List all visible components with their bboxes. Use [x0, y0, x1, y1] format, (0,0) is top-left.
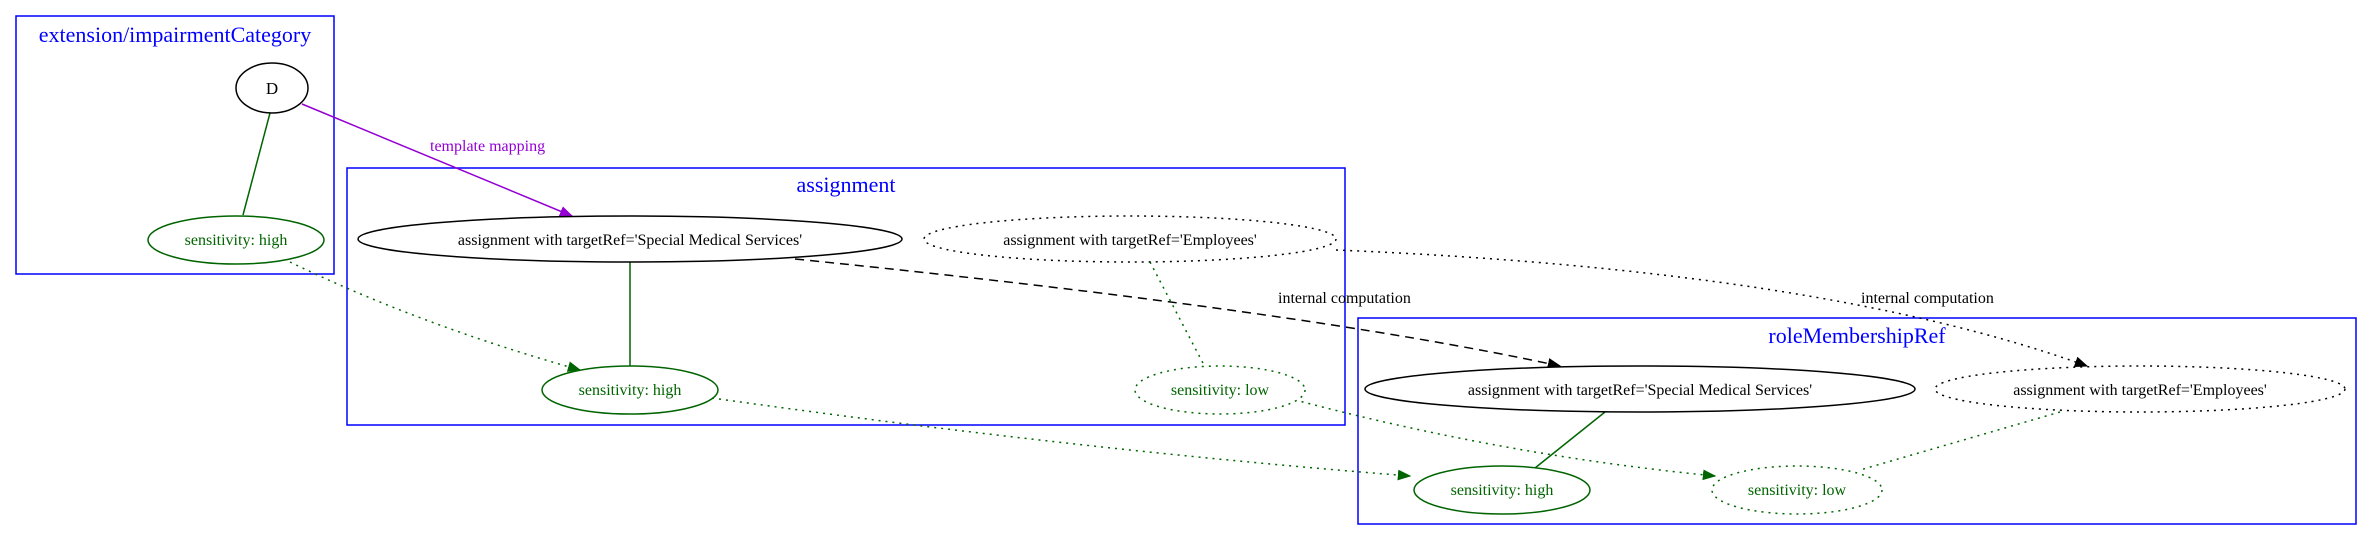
cluster-role-membership-ref: roleMembershipRef	[1357, 317, 2357, 525]
edge-internal-computation-2: internal computation	[1335, 249, 2089, 367]
edge-template-mapping: template mapping	[301, 103, 574, 217]
node-rolemembership-sensitivity-high: sensitivity: high	[1413, 465, 1591, 515]
node-label: sensitivity: low	[1171, 382, 1270, 399]
edge-internal-computation-1: internal computation	[794, 258, 1562, 369]
edge-label: template mapping	[430, 138, 545, 155]
node-rolemembership-sensitivity-low: sensitivity: low	[1711, 465, 1883, 515]
node-label: sensitivity: high	[185, 232, 288, 249]
node-assignment-sensitivity-high: sensitivity: high	[541, 365, 719, 415]
node-ext-sensitivity-high: sensitivity: high	[147, 215, 325, 265]
node-d: D	[235, 62, 309, 114]
node-label: sensitivity: high	[1451, 482, 1554, 499]
node-label: assignment with targetRef='Employees'	[2013, 382, 2267, 399]
connector-assignment-employees-to-sensitivity	[1149, 261, 1206, 368]
node-assignment-special-medical: assignment with targetRef='Special Medic…	[357, 215, 903, 263]
node-rolemembership-employees: assignment with targetRef='Employees'	[1934, 365, 2346, 413]
node-assignment-sensitivity-low: sensitivity: low	[1134, 365, 1306, 415]
edge-ext-sensitivity-high-to-asg-sensitivity-high	[289, 261, 582, 372]
cluster-label: assignment	[797, 172, 896, 197]
cluster-label: extension/impairmentCategory	[39, 22, 312, 47]
node-label: assignment with targetRef='Special Medic…	[1468, 382, 1812, 399]
connector-rolemembership-employees-to-sensitivity	[1859, 411, 2061, 471]
node-label: sensitivity: low	[1748, 482, 1847, 499]
edge-asg-sensitivity-high-to-rm-sensitivity-high	[711, 397, 1412, 481]
cluster-extension-impairment-category: extension/impairmentCategory	[15, 15, 335, 275]
edge-asg-sensitivity-low-to-rm-sensitivity-low	[1287, 397, 1717, 481]
node-rolemembership-special-medical: assignment with targetRef='Special Medic…	[1364, 365, 1916, 413]
edge-label: internal computation	[1278, 290, 1411, 307]
edge-label: internal computation	[1861, 290, 1994, 307]
node-label: D	[266, 79, 278, 98]
node-label: sensitivity: high	[579, 382, 682, 399]
cluster-label: roleMembershipRef	[1768, 323, 1946, 348]
cluster-assignment: assignment	[346, 167, 1346, 426]
connector-rolemembership-special-to-sensitivity	[1534, 411, 1606, 469]
node-label: assignment with targetRef='Special Medic…	[458, 232, 802, 249]
node-label: assignment with targetRef='Employees'	[1003, 232, 1257, 249]
connector-d-to-sensitivity	[242, 112, 271, 216]
node-assignment-employees: assignment with targetRef='Employees'	[923, 215, 1337, 263]
